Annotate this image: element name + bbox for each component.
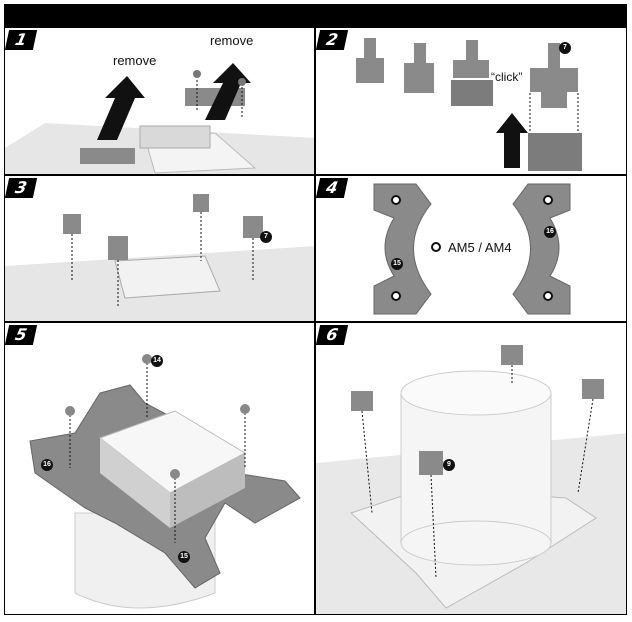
step-2-panel: 2 “click” 7 — [315, 27, 627, 175]
callout-14: 14 — [151, 355, 163, 367]
remove-label-1: remove — [113, 53, 157, 68]
callout-7: 7 — [559, 42, 571, 54]
callout-16: 16 — [41, 459, 53, 471]
step-3-panel: 3 7 — [4, 175, 315, 322]
step-5-panel: 5 14 16 15 — [4, 322, 315, 615]
step-2-illustration — [356, 38, 582, 171]
callout-15: 15 — [178, 551, 190, 563]
step-1-panel: 1 remove remove — [4, 27, 315, 175]
header-bar — [4, 4, 627, 27]
callout-7: 7 — [260, 231, 272, 243]
callout-9: 9 — [443, 459, 455, 471]
step-6-illustration — [316, 345, 626, 614]
callout-16: 16 — [544, 226, 556, 238]
click-label: “click” — [491, 70, 523, 84]
step-4-illustration — [373, 183, 571, 315]
callout-15: 15 — [391, 258, 403, 270]
am5-am4-label: AM5 / AM4 — [448, 240, 512, 255]
step-6-panel: 6 9 — [315, 322, 627, 615]
step-3-illustration — [5, 194, 314, 321]
step-5-illustration — [29, 354, 301, 609]
step-4-panel: 4 AM5 / AM4 15 16 — [315, 175, 627, 322]
step-1-illustration — [5, 63, 314, 174]
remove-label-2: remove — [210, 33, 254, 48]
